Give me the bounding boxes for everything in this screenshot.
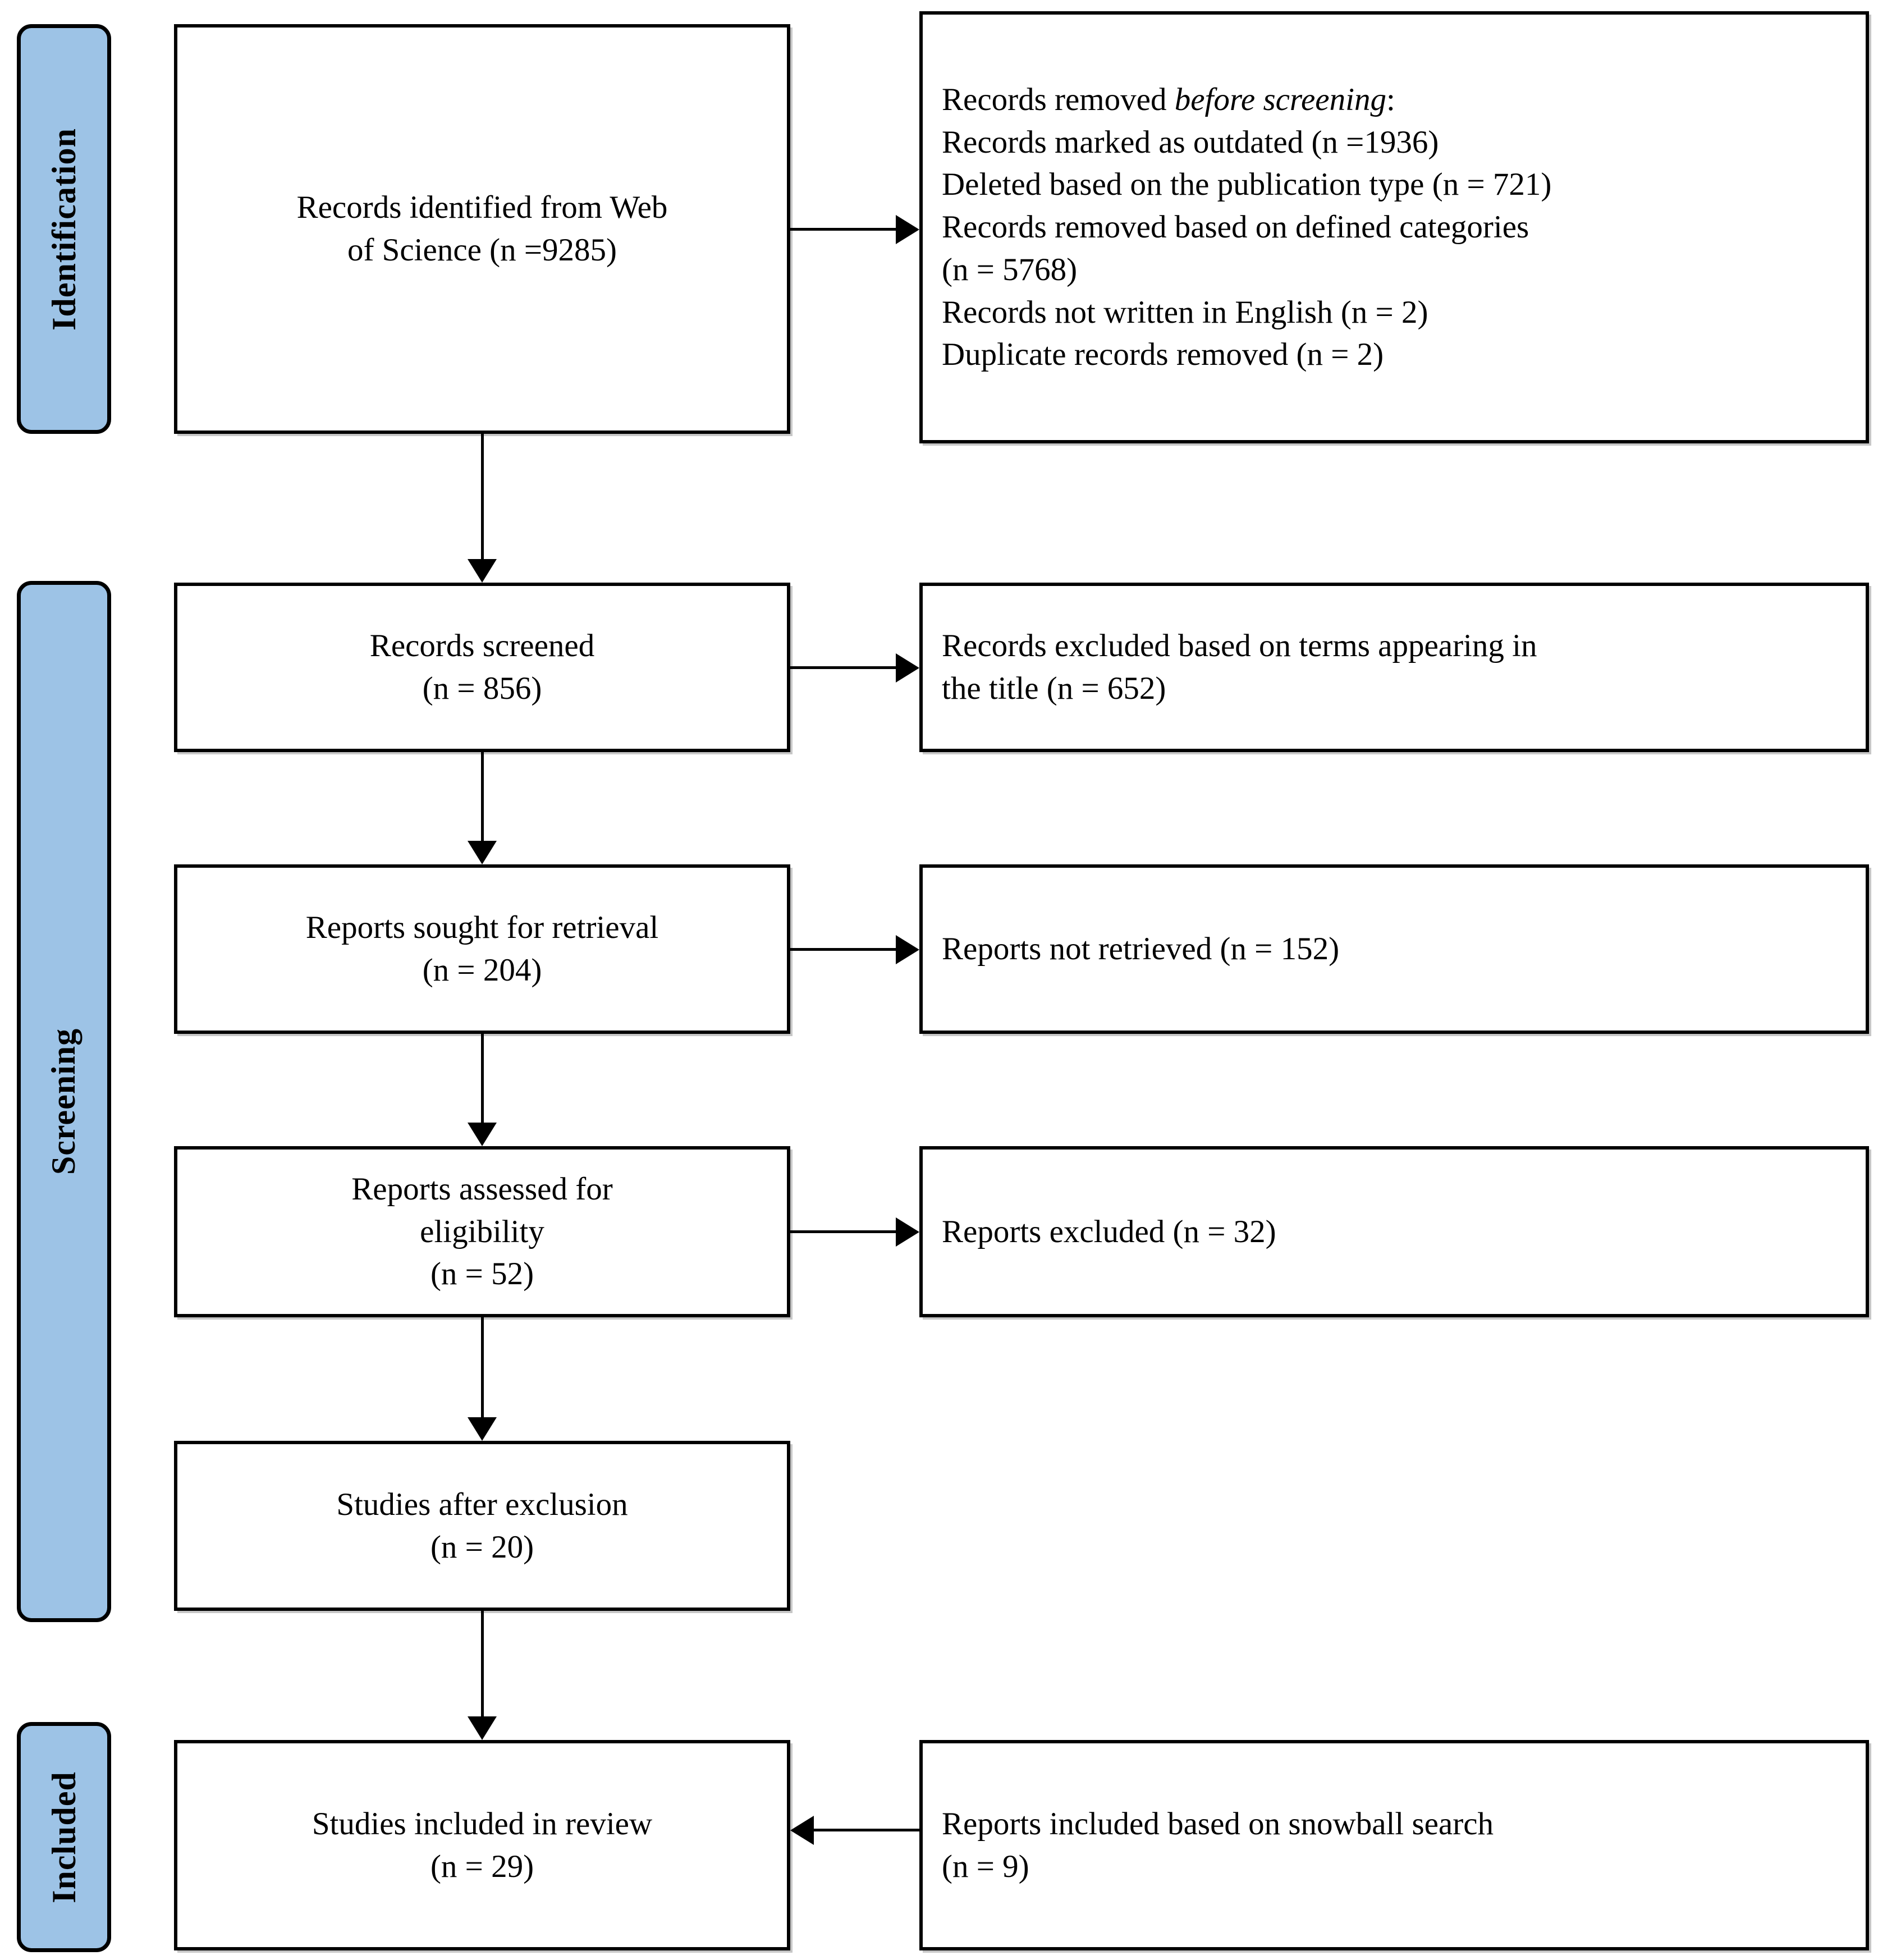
box-records-excluded-text: Records excluded based on terms appearin… bbox=[923, 625, 1866, 710]
box-studies-included: Studies included in review (n = 29) bbox=[174, 1740, 790, 1950]
box-records-excluded: Records excluded based on terms appearin… bbox=[919, 583, 1869, 752]
removed-item-4: Records not written in English (n = 2) bbox=[942, 294, 1428, 330]
box-reports-not-retrieved-text: Reports not retrieved (n = 152) bbox=[923, 928, 1866, 970]
connector-sought-to-assessed bbox=[481, 1034, 484, 1126]
connector-afterexclusion-to-included bbox=[481, 1611, 484, 1720]
reports-not-retrieved-line1: Reports not retrieved (n = 152) bbox=[942, 931, 1340, 967]
removed-item-5: Duplicate records removed (n = 2) bbox=[942, 337, 1384, 373]
connector-assessed-to-afterexclusion bbox=[481, 1317, 484, 1421]
box-records-screened-text: Records screened (n = 856) bbox=[177, 625, 787, 710]
arrowhead-assessed-to-excluded bbox=[896, 1217, 919, 1247]
removed-item-0: Records marked as outdated (n =1936) bbox=[942, 124, 1439, 160]
arrowhead-screened-to-excluded bbox=[896, 653, 919, 683]
reports-excluded-line1: Reports excluded (n = 32) bbox=[942, 1213, 1276, 1249]
studies-included-line1: Studies included in review bbox=[312, 1806, 653, 1842]
records-excluded-line1: Records excluded based on terms appearin… bbox=[942, 628, 1537, 664]
box-reports-sought-text: Reports sought for retrieval (n = 204) bbox=[177, 906, 787, 992]
phase-screening-label: Screening bbox=[45, 1028, 83, 1175]
snowball-line2: (n = 9) bbox=[942, 1848, 1029, 1884]
connector-sought-to-notretrieved bbox=[790, 948, 897, 951]
studies-after-exclusion-line2: (n = 20) bbox=[430, 1529, 534, 1565]
box-records-removed-before-screening: Records removed before screening: Record… bbox=[919, 11, 1869, 443]
arrowhead-identified-to-removed bbox=[896, 215, 919, 244]
studies-after-exclusion-line1: Studies after exclusion bbox=[336, 1486, 628, 1522]
snowball-line1: Reports included based on snowball searc… bbox=[942, 1806, 1494, 1842]
phase-identification: Identification bbox=[17, 24, 111, 434]
box-studies-included-text: Studies included in review (n = 29) bbox=[177, 1803, 787, 1888]
removed-item-2: Records removed based on defined categor… bbox=[942, 209, 1529, 245]
reports-sought-line1: Reports sought for retrieval bbox=[305, 910, 659, 946]
studies-included-line2: (n = 29) bbox=[430, 1848, 534, 1884]
phase-included-label: Included bbox=[45, 1771, 83, 1903]
box-reports-assessed: Reports assessed for eligibility (n = 52… bbox=[174, 1146, 790, 1317]
box-records-screened: Records screened (n = 856) bbox=[174, 583, 790, 752]
connector-identified-to-removed bbox=[790, 228, 897, 231]
removed-heading-italic: before screening bbox=[1174, 81, 1386, 117]
box-studies-after-exclusion-text: Studies after exclusion (n = 20) bbox=[177, 1483, 787, 1569]
box-reports-sought: Reports sought for retrieval (n = 204) bbox=[174, 864, 790, 1034]
phase-included: Included bbox=[17, 1722, 111, 1952]
box-records-identified: Records identified from Web of Science (… bbox=[174, 24, 790, 434]
removed-heading: Records removed before screening: bbox=[942, 79, 1847, 121]
removed-heading-colon: : bbox=[1386, 81, 1395, 117]
reports-sought-line2: (n = 204) bbox=[422, 952, 542, 988]
reports-assessed-line2: eligibility bbox=[420, 1213, 544, 1249]
records-excluded-line2: the title (n = 652) bbox=[942, 671, 1166, 706]
phase-identification-label: Identification bbox=[45, 127, 83, 331]
box-reports-assessed-text: Reports assessed for eligibility (n = 52… bbox=[177, 1168, 787, 1295]
connector-snowball-to-included bbox=[814, 1829, 920, 1831]
records-screened-line2: (n = 856) bbox=[422, 671, 542, 706]
records-identified-line2: of Science (n =9285) bbox=[347, 232, 617, 268]
arrowhead-identified-to-screened bbox=[468, 559, 497, 583]
connector-screened-to-sought bbox=[481, 752, 484, 845]
box-records-removed-text: Records removed before screening: Record… bbox=[923, 79, 1866, 377]
removed-item-3: (n = 5768) bbox=[942, 251, 1078, 287]
box-records-identified-text: Records identified from Web of Science (… bbox=[177, 186, 787, 272]
arrowhead-snowball-to-included bbox=[790, 1816, 814, 1845]
box-studies-after-exclusion: Studies after exclusion (n = 20) bbox=[174, 1441, 790, 1611]
box-reports-excluded: Reports excluded (n = 32) bbox=[919, 1146, 1869, 1317]
connector-screened-to-excluded bbox=[790, 666, 897, 669]
reports-assessed-line1: Reports assessed for bbox=[351, 1171, 613, 1207]
arrowhead-assessed-to-afterexclusion bbox=[468, 1417, 497, 1441]
removed-item-1: Deleted based on the publication type (n… bbox=[942, 167, 1552, 203]
box-snowball-search-text: Reports included based on snowball searc… bbox=[923, 1803, 1866, 1888]
connector-assessed-to-excluded bbox=[790, 1230, 897, 1233]
connector-identified-to-screened bbox=[481, 434, 484, 562]
records-identified-line1: Records identified from Web bbox=[296, 190, 668, 226]
removed-heading-plain: Records removed bbox=[942, 81, 1175, 117]
box-reports-not-retrieved: Reports not retrieved (n = 152) bbox=[919, 864, 1869, 1034]
arrowhead-afterexclusion-to-included bbox=[468, 1716, 497, 1740]
arrowhead-sought-to-assessed bbox=[468, 1123, 497, 1146]
phase-screening: Screening bbox=[17, 581, 111, 1622]
arrowhead-sought-to-notretrieved bbox=[896, 935, 919, 964]
records-screened-line1: Records screened bbox=[369, 628, 595, 664]
reports-assessed-line3: (n = 52) bbox=[430, 1256, 534, 1292]
arrowhead-screened-to-sought bbox=[468, 841, 497, 864]
box-reports-excluded-text: Reports excluded (n = 32) bbox=[923, 1211, 1866, 1253]
box-snowball-search: Reports included based on snowball searc… bbox=[919, 1740, 1869, 1950]
